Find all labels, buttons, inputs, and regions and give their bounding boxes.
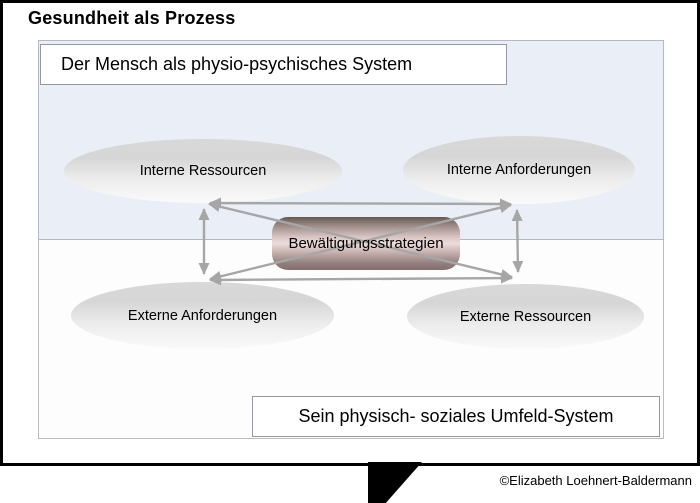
upper-system-label-box: Der Mensch als physio-psychisches System [40,44,507,85]
node-interne-ressourcen: Interne Ressourcen [64,139,342,203]
callout-tail-shape [368,462,422,503]
node-label: Externe Anforderungen [127,307,278,324]
node-label: Externe Ressourcen [459,308,592,325]
node-externe-anforderungen: Externe Anforderungen [71,282,334,349]
node-label: Interne Anforderungen [446,162,592,178]
lower-system-label: Sein physisch- soziales Umfeld-System [298,406,614,426]
lower-system-label-box: Sein physisch- soziales Umfeld-System [252,396,660,437]
node-externe-ressourcen: Externe Ressourcen [407,284,644,349]
upper-system-label: Der Mensch als physio-psychisches System [61,54,413,74]
copyright-text: ©Elizabeth Loehnert-Baldermann [499,473,692,488]
coping-strategies-label: Bewältigungsstrategien [272,217,460,270]
coping-strategies-text: Bewältigungsstrategien [288,235,444,252]
node-interne-anforderungen: Interne Anforderungen [403,136,635,204]
page-title: Gesundheit als Prozess [28,8,236,28]
node-label: Interne Ressourcen [139,163,267,179]
